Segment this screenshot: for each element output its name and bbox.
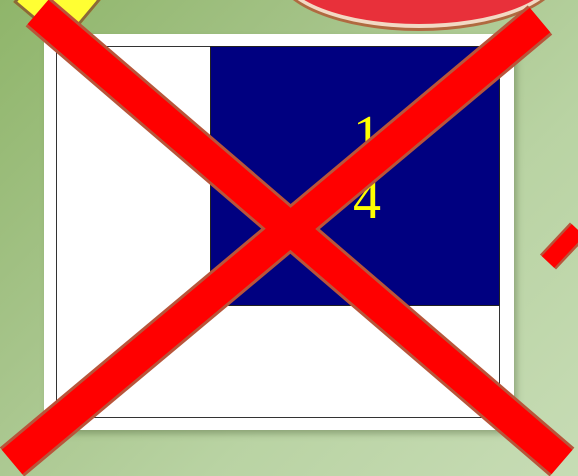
x-mark-icon (0, 0, 578, 476)
